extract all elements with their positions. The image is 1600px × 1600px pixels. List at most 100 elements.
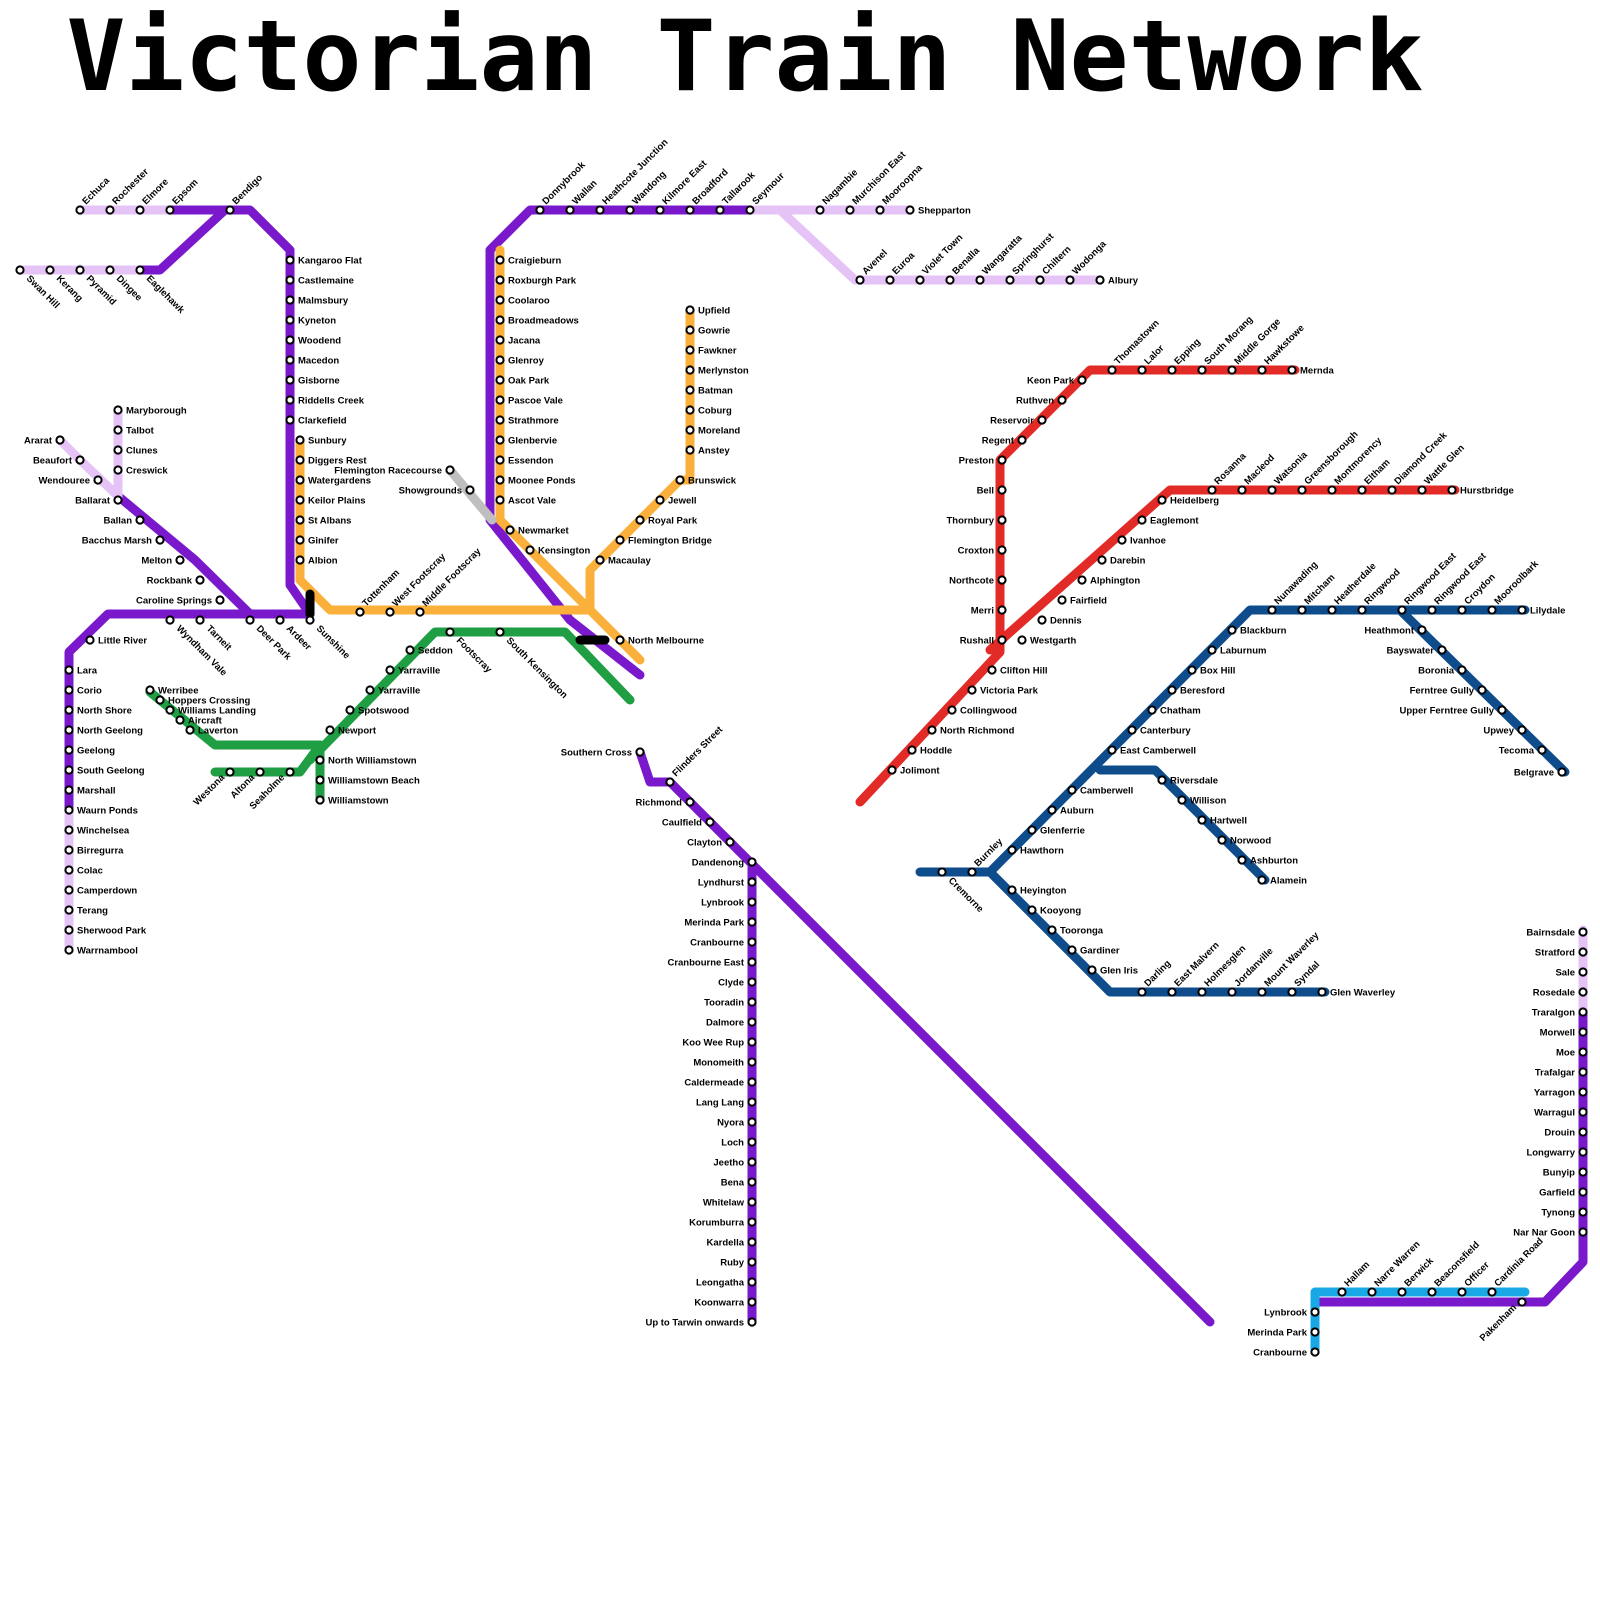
station-marker[interactable]	[1297, 485, 1307, 495]
station-marker[interactable]	[225, 205, 235, 215]
station-norwood[interactable]: Norwood	[1217, 835, 1271, 847]
station-essendon[interactable]: Essendon	[495, 455, 554, 467]
station-marker[interactable]	[1095, 275, 1105, 285]
station-marker[interactable]	[655, 495, 665, 505]
station-glen-waverley[interactable]: Glen Waverley	[1317, 987, 1396, 999]
station-marker[interactable]	[1167, 365, 1177, 375]
station-riversdale[interactable]: Riversdale	[1157, 775, 1218, 787]
station-marker[interactable]	[747, 897, 757, 907]
station-castlemaine[interactable]: Castlemaine	[285, 275, 354, 287]
station-williams-landing[interactable]: Williams Landing	[165, 705, 256, 717]
station-marker[interactable]	[415, 607, 425, 617]
station-marker[interactable]	[285, 255, 295, 265]
station-auburn[interactable]: Auburn	[1047, 805, 1094, 817]
station-marker[interactable]	[215, 595, 225, 605]
station-marker[interactable]	[997, 605, 1007, 615]
station-traralgon[interactable]: Traralgon	[1532, 1007, 1588, 1019]
station-camberwell[interactable]: Camberwell	[1067, 785, 1133, 797]
station-dalmore[interactable]: Dalmore	[706, 1017, 757, 1029]
station-oak-park[interactable]: Oak Park	[495, 375, 550, 387]
station-marker[interactable]	[915, 275, 925, 285]
station-sale[interactable]: Sale	[1555, 967, 1588, 979]
station-deer-park[interactable]: Deer Park	[245, 615, 294, 663]
station-marker[interactable]	[1047, 805, 1057, 815]
station-marker[interactable]	[295, 515, 305, 525]
station-belgrave[interactable]: Belgrave	[1514, 767, 1567, 779]
station-marker[interactable]	[185, 725, 195, 735]
station-marker[interactable]	[1207, 645, 1217, 655]
station-marker[interactable]	[245, 615, 255, 625]
station-marker[interactable]	[997, 485, 1007, 495]
station-albion[interactable]: Albion	[295, 555, 338, 567]
station-marker[interactable]	[1578, 1167, 1588, 1177]
station-marker[interactable]	[1127, 725, 1137, 735]
station-cranbourne[interactable]: Cranbourne	[690, 937, 757, 949]
station-kangaroo-flat[interactable]: Kangaroo Flat	[285, 255, 363, 267]
station-marker[interactable]	[747, 977, 757, 987]
station-chatham[interactable]: Chatham	[1147, 705, 1201, 717]
station-marker[interactable]	[1067, 785, 1077, 795]
station-dennis[interactable]: Dennis	[1037, 615, 1082, 627]
station-upper-ferntree-gully[interactable]: Upper Ferntree Gully	[1400, 705, 1507, 717]
station-yarraville[interactable]: Yarraville	[385, 665, 440, 677]
station-marker[interactable]	[55, 435, 65, 445]
station-glenroy[interactable]: Glenroy	[495, 355, 545, 367]
station-caulfield[interactable]: Caulfield	[662, 817, 715, 829]
station-marker[interactable]	[747, 1017, 757, 1027]
station-marker[interactable]	[1477, 685, 1487, 695]
station-marker[interactable]	[495, 455, 505, 465]
station-marker[interactable]	[747, 1197, 757, 1207]
station-ruthven[interactable]: Ruthven	[1016, 395, 1067, 407]
station-marker[interactable]	[997, 545, 1007, 555]
station-marker[interactable]	[1167, 685, 1177, 695]
station-marker[interactable]	[1578, 1107, 1588, 1117]
station-coburg[interactable]: Coburg	[685, 405, 732, 417]
station-marker[interactable]	[75, 205, 85, 215]
station-marker[interactable]	[285, 395, 295, 405]
station-merinda-park[interactable]: Merinda Park	[1247, 1327, 1320, 1339]
station-north-geelong[interactable]: North Geelong	[64, 725, 143, 737]
station-marker[interactable]	[625, 205, 635, 215]
station-marker[interactable]	[1197, 987, 1207, 997]
station-beresford[interactable]: Beresford	[1167, 685, 1225, 697]
station-marker[interactable]	[385, 607, 395, 617]
station-sunshine[interactable]: Sunshine	[305, 615, 352, 661]
station-marker[interactable]	[1017, 435, 1027, 445]
station-marker[interactable]	[1578, 1207, 1588, 1217]
station-marker[interactable]	[1578, 1127, 1588, 1137]
station-richmond[interactable]: Richmond	[636, 797, 695, 809]
station-marker[interactable]	[937, 867, 947, 877]
station-marker[interactable]	[747, 1177, 757, 1187]
station-roxburgh-park[interactable]: Roxburgh Park	[495, 275, 577, 287]
station-southern-cross[interactable]: Southern Cross	[561, 747, 645, 759]
station-marker[interactable]	[255, 767, 265, 777]
station-marker[interactable]	[1057, 395, 1067, 405]
station-birregurra[interactable]: Birregurra	[64, 845, 124, 857]
station-marker[interactable]	[725, 837, 735, 847]
station-clyde[interactable]: Clyde	[718, 977, 757, 989]
station-marker[interactable]	[285, 375, 295, 385]
station-marker[interactable]	[285, 315, 295, 325]
station-marker[interactable]	[64, 745, 74, 755]
station-marker[interactable]	[325, 725, 335, 735]
station-ashburton[interactable]: Ashburton	[1237, 855, 1298, 867]
station-preston[interactable]: Preston	[959, 455, 1007, 467]
station-glenbervie[interactable]: Glenbervie	[495, 435, 557, 447]
station-marker[interactable]	[997, 515, 1007, 525]
station-hurstbridge[interactable]: Hurstbridge	[1447, 485, 1514, 497]
station-flemington-racecourse[interactable]: Flemington Racecourse	[334, 465, 455, 477]
station-east-camberwell[interactable]: East Camberwell	[1107, 745, 1196, 757]
station-marker[interactable]	[275, 615, 285, 625]
station-marker[interactable]	[1578, 1087, 1588, 1097]
station-marker[interactable]	[887, 765, 897, 775]
station-marker[interactable]	[675, 475, 685, 485]
station-marker[interactable]	[64, 945, 74, 955]
station-showgrounds[interactable]: Showgrounds	[399, 485, 475, 497]
station-tooradin[interactable]: Tooradin	[704, 997, 757, 1009]
station-wendouree[interactable]: Wendouree	[38, 475, 103, 487]
station-marker[interactable]	[1417, 625, 1427, 635]
station-up-to-tarwin-onwards[interactable]: Up to Tarwin onwards	[645, 1317, 757, 1329]
station-willison[interactable]: Willison	[1177, 795, 1227, 807]
station-lynbrook[interactable]: Lynbrook	[701, 897, 757, 909]
station-merri[interactable]: Merri	[971, 605, 1007, 617]
